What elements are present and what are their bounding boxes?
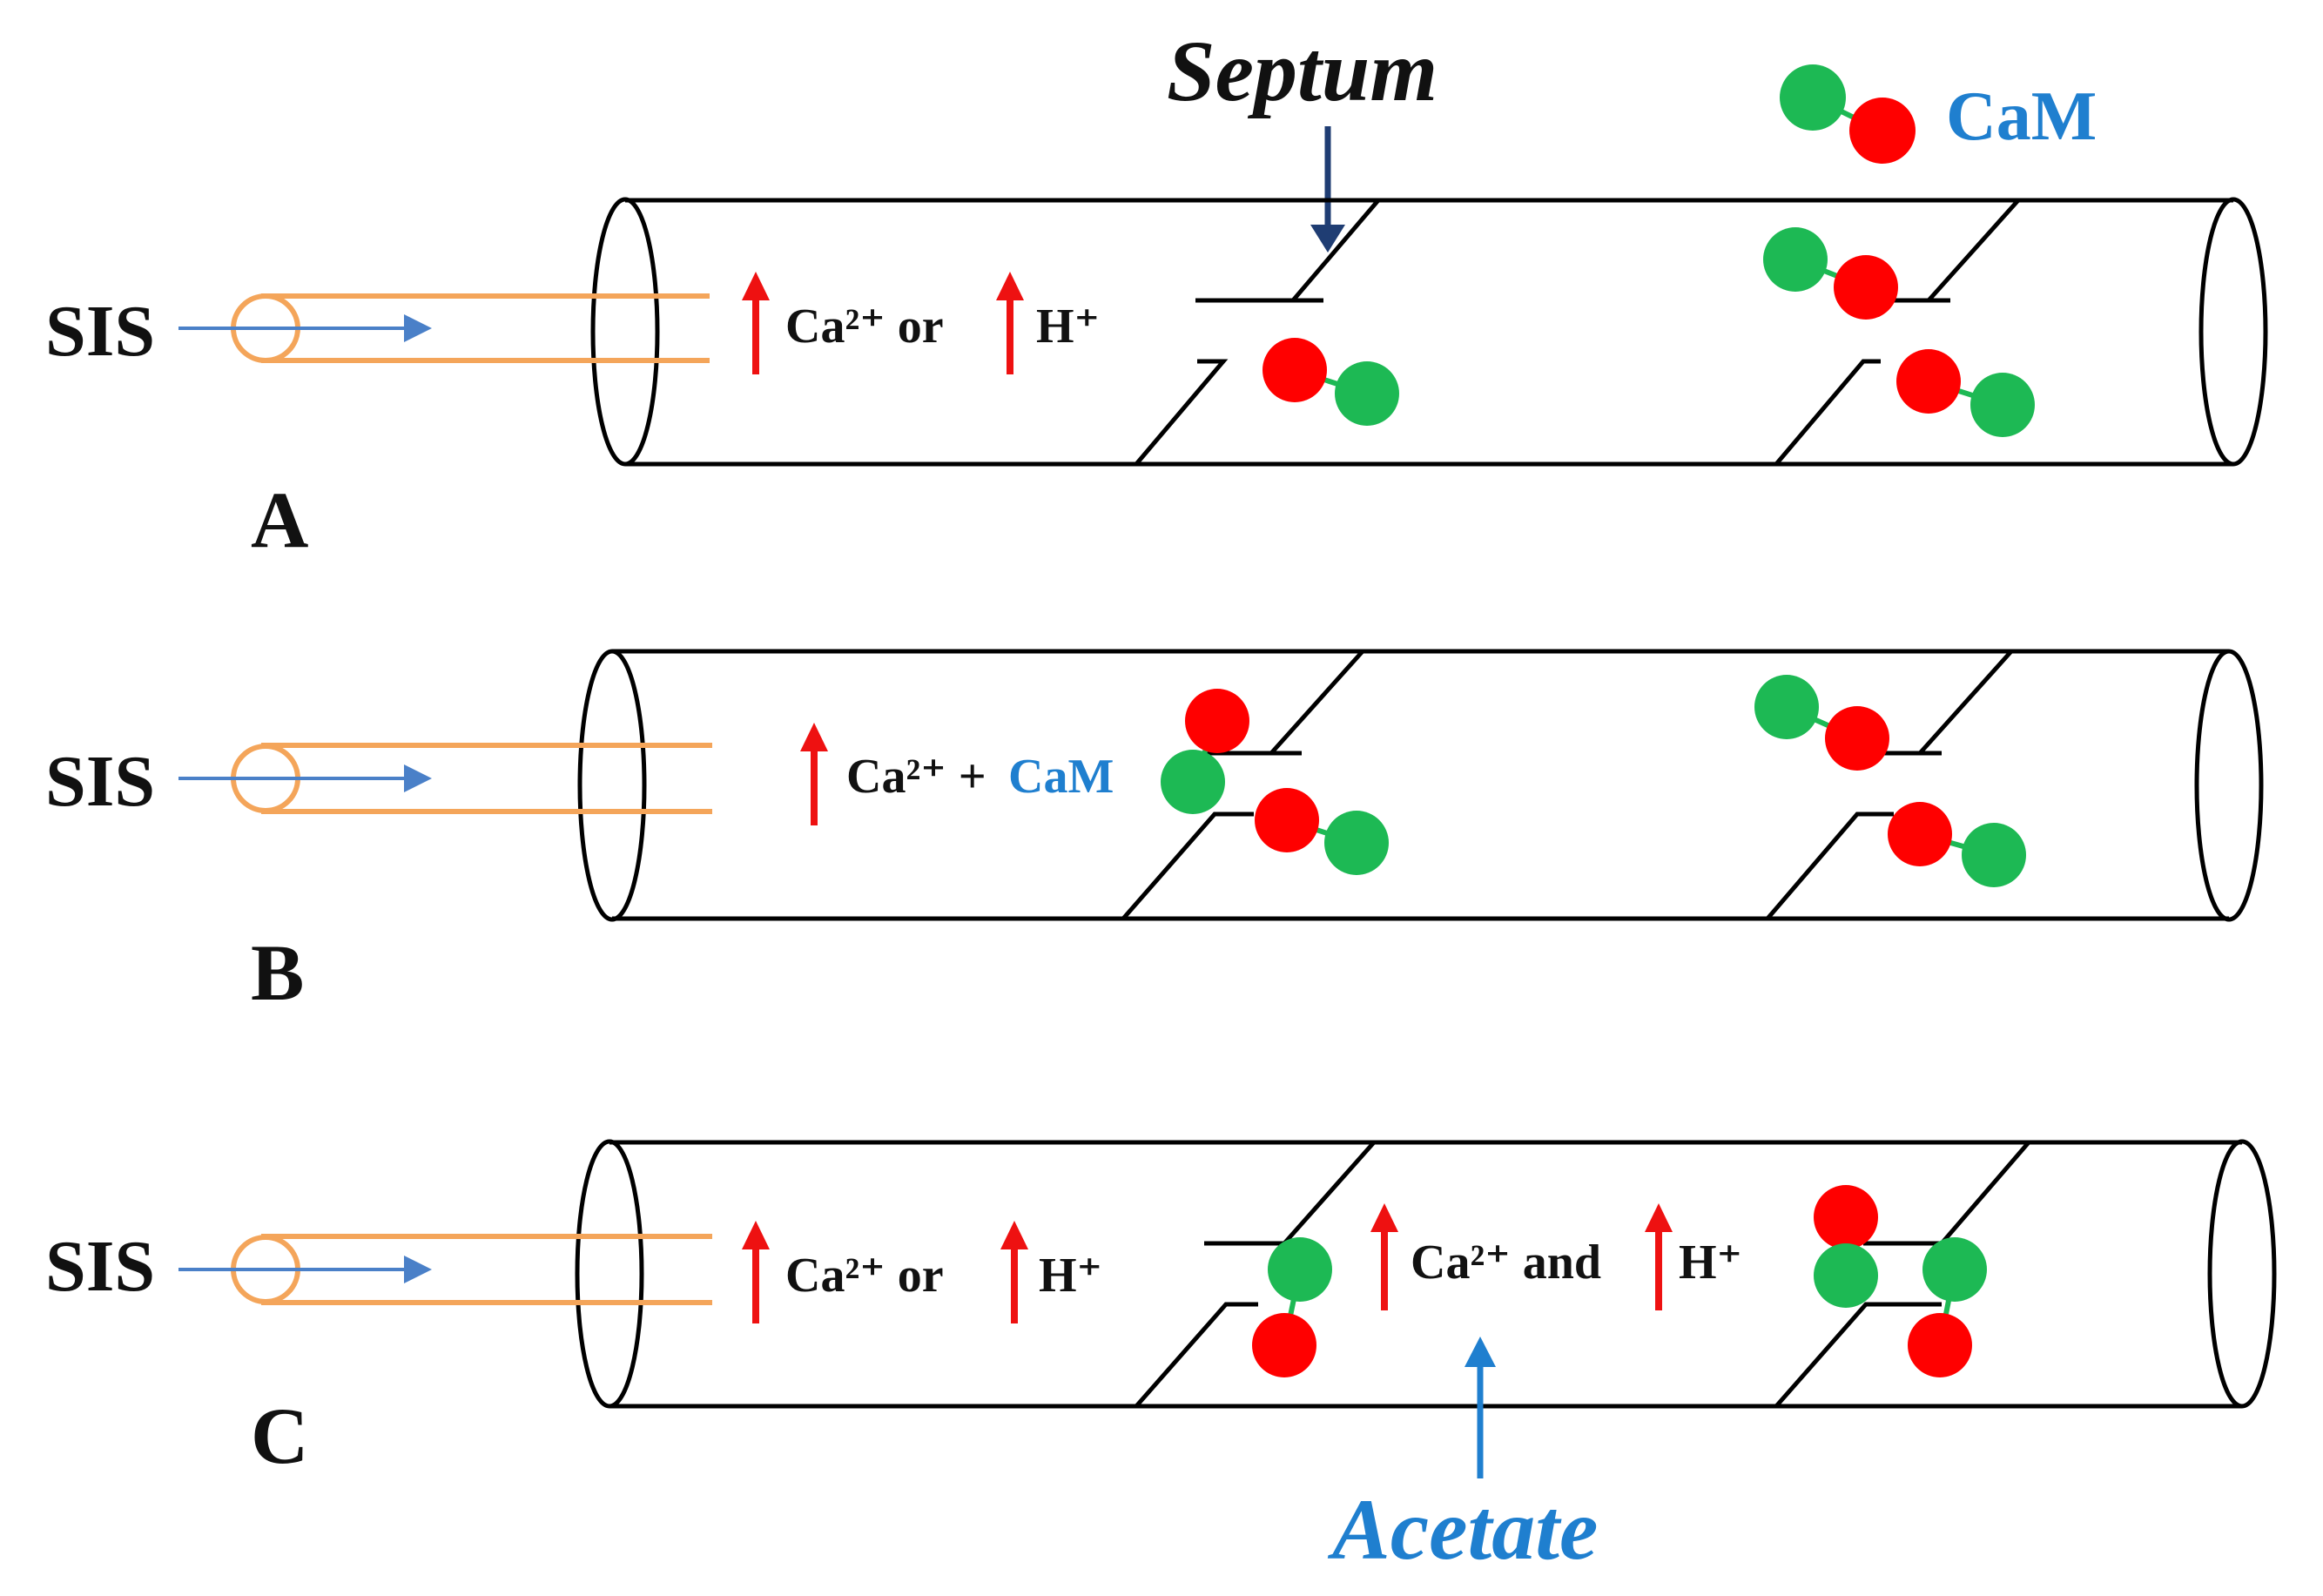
septum-label: Septum [1167, 23, 1438, 119]
sis-label: SIS [45, 291, 155, 372]
panel-c: SIS C Ca²⁺ or H⁺ Ca²⁺ and H⁺ Acetate [45, 1139, 2277, 1578]
sis-label: SIS [45, 741, 155, 822]
tube-body [609, 1140, 2242, 1409]
cam-molecule [1763, 227, 1898, 320]
cam-molecule [1896, 349, 2035, 437]
ca-up-arrow [742, 272, 770, 374]
cam-inline-label: CaM [1008, 750, 1114, 804]
septum-1 [1121, 650, 1364, 920]
septum-2 [1774, 1141, 2030, 1408]
cam-molecule [1814, 1185, 1878, 1308]
tube-left-end [590, 197, 660, 467]
acetate-label: Acetate [1327, 1481, 1598, 1578]
mid-h-label: H⁺ [1679, 1236, 1742, 1290]
h-up-arrow [996, 272, 1024, 374]
cam-molecule [1888, 802, 2026, 887]
septum-pointer-arrow [1310, 126, 1345, 253]
ion-label: Ca²⁺ or [785, 300, 944, 354]
sis-pipe [261, 293, 710, 363]
h-up-arrow [1000, 1221, 1028, 1323]
tube-right-end [2198, 197, 2268, 467]
panel-letter: B [251, 928, 304, 1017]
cam-molecule [1161, 689, 1249, 814]
acetate-arrow [1464, 1337, 1496, 1478]
panel-letter: C [251, 1391, 308, 1480]
ion-label: Ca²⁺ or [785, 1249, 944, 1303]
cam-legend-label: CaM [1946, 78, 2097, 155]
ca-up-arrow [800, 723, 828, 825]
septum-1 [1135, 1141, 1376, 1408]
mid-ca-up-arrow [1370, 1203, 1398, 1310]
tube-right-end [2207, 1139, 2277, 1409]
h-label: H⁺ [1039, 1249, 1102, 1303]
cam-legend-icon [1780, 64, 1916, 164]
cam-molecule [1252, 1237, 1332, 1377]
tube-body [625, 198, 2233, 467]
ion-label: Ca²⁺ + [846, 750, 986, 804]
cam-molecule [1255, 788, 1389, 875]
sis-label: SIS [45, 1226, 155, 1307]
cam-molecule [1262, 338, 1399, 426]
septum-1 [1135, 199, 1380, 466]
panel-letter: A [251, 475, 308, 564]
sis-pipe [261, 1234, 712, 1305]
ca-up-arrow [742, 1221, 770, 1323]
tube-left-end [575, 1139, 644, 1409]
panel-b: SIS B Ca²⁺ + CaM [45, 649, 2264, 1017]
sis-pipe [261, 743, 712, 814]
tube-body [612, 649, 2229, 921]
tube-right-end [2194, 649, 2264, 922]
tube-left-end [577, 649, 647, 922]
h-label: H⁺ [1036, 300, 1100, 354]
cam-molecule [1754, 675, 1889, 771]
cam-molecule [1908, 1237, 1987, 1377]
mid-h-up-arrow [1645, 1203, 1673, 1310]
panel-a: SIS A Ca²⁺ or H⁺ [45, 197, 2268, 564]
mid-ion-label: Ca²⁺ and [1411, 1236, 1601, 1290]
